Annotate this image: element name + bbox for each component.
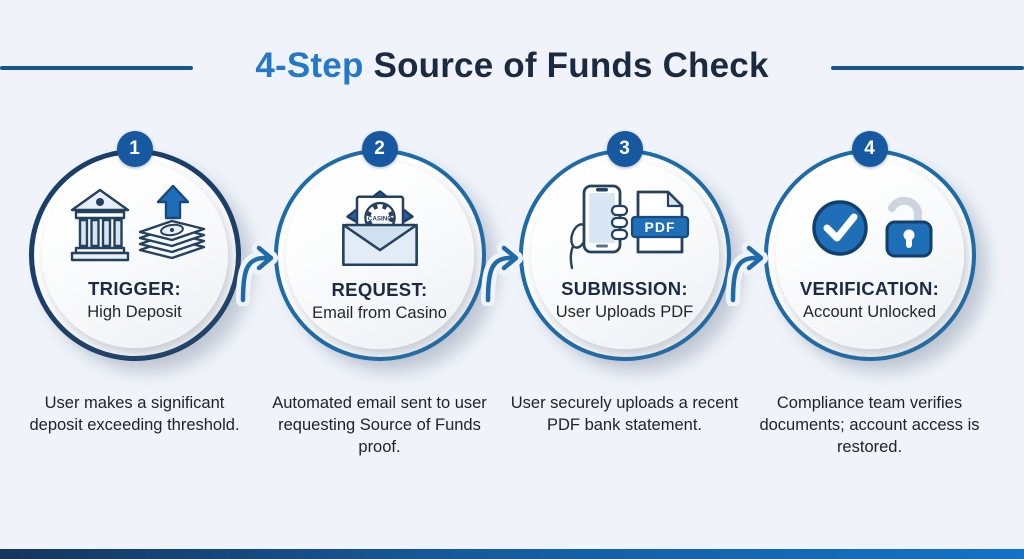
step-2: 2 CASINO REQUEST: Email from Casino: [257, 131, 502, 459]
step-4-number-badge: 4: [851, 131, 888, 167]
step-2-circle-inner: CASINO REQUEST: Email from Casino: [285, 161, 474, 349]
step-3-circle: PDF SUBMISSION: User Uploads PDF: [518, 149, 731, 361]
step-3-circle-inner: PDF SUBMISSION: User Uploads PDF: [530, 161, 719, 349]
step-2-circle: CASINO REQUEST: Email from Casino: [273, 149, 486, 361]
step-1: 1: [12, 131, 257, 459]
pdf-banner-label: PDF: [644, 219, 675, 235]
step-4-subtitle: Account Unlocked: [803, 303, 936, 321]
step-2-subtitle: Email from Casino: [312, 304, 447, 322]
step-1-title: TRIGGER:: [88, 278, 181, 299]
step-2-description: Automated email sent to user requesting …: [272, 394, 487, 456]
phone-pdf-upload-icon: PDF: [569, 184, 689, 270]
footer-accent-bar: [0, 549, 1024, 559]
casino-email-icon: CASINO: [341, 190, 418, 266]
page-title-accent: 4-Step: [255, 46, 364, 85]
page-title-main: Source of Funds Check: [373, 46, 769, 85]
arrow-right-icon: [726, 241, 768, 306]
bank-deposit-icon: [70, 184, 205, 262]
step-4: 4 VERIFICATION: Account Unlocked Complia…: [747, 131, 992, 459]
step-2-number-badge: 2: [361, 131, 398, 167]
step-1-description: User makes a significant deposit exceedi…: [29, 394, 240, 434]
casino-chip-label: CASINO: [367, 215, 391, 222]
steps-row: 1: [0, 131, 1024, 459]
check-unlock-icon: [811, 196, 932, 258]
step-4-circle-inner: VERIFICATION: Account Unlocked: [775, 161, 964, 349]
step-4-description: Compliance team verifies documents; acco…: [759, 394, 980, 456]
step-1-circle-inner: TRIGGER: High Deposit: [41, 162, 228, 348]
arrow-right-icon: [236, 241, 278, 306]
step-4-title: VERIFICATION:: [799, 278, 940, 299]
arrow-right-icon: [481, 241, 523, 306]
step-3-title: SUBMISSION:: [561, 278, 688, 299]
title-rule-left: [0, 66, 193, 70]
step-3-subtitle: User Uploads PDF: [555, 303, 694, 321]
step-3-description: User securely uploads a recent PDF bank …: [510, 394, 739, 434]
step-3-number-badge: 3: [606, 131, 643, 167]
title-rule-right: [831, 66, 1024, 70]
step-4-circle: VERIFICATION: Account Unlocked: [763, 149, 976, 361]
step-2-title: REQUEST:: [331, 279, 428, 300]
step-1-subtitle: High Deposit: [87, 303, 182, 321]
step-3: 3 PDF: [502, 131, 747, 459]
step-1-number-badge: 1: [116, 131, 153, 167]
step-1-circle: TRIGGER: High Deposit: [28, 149, 241, 361]
